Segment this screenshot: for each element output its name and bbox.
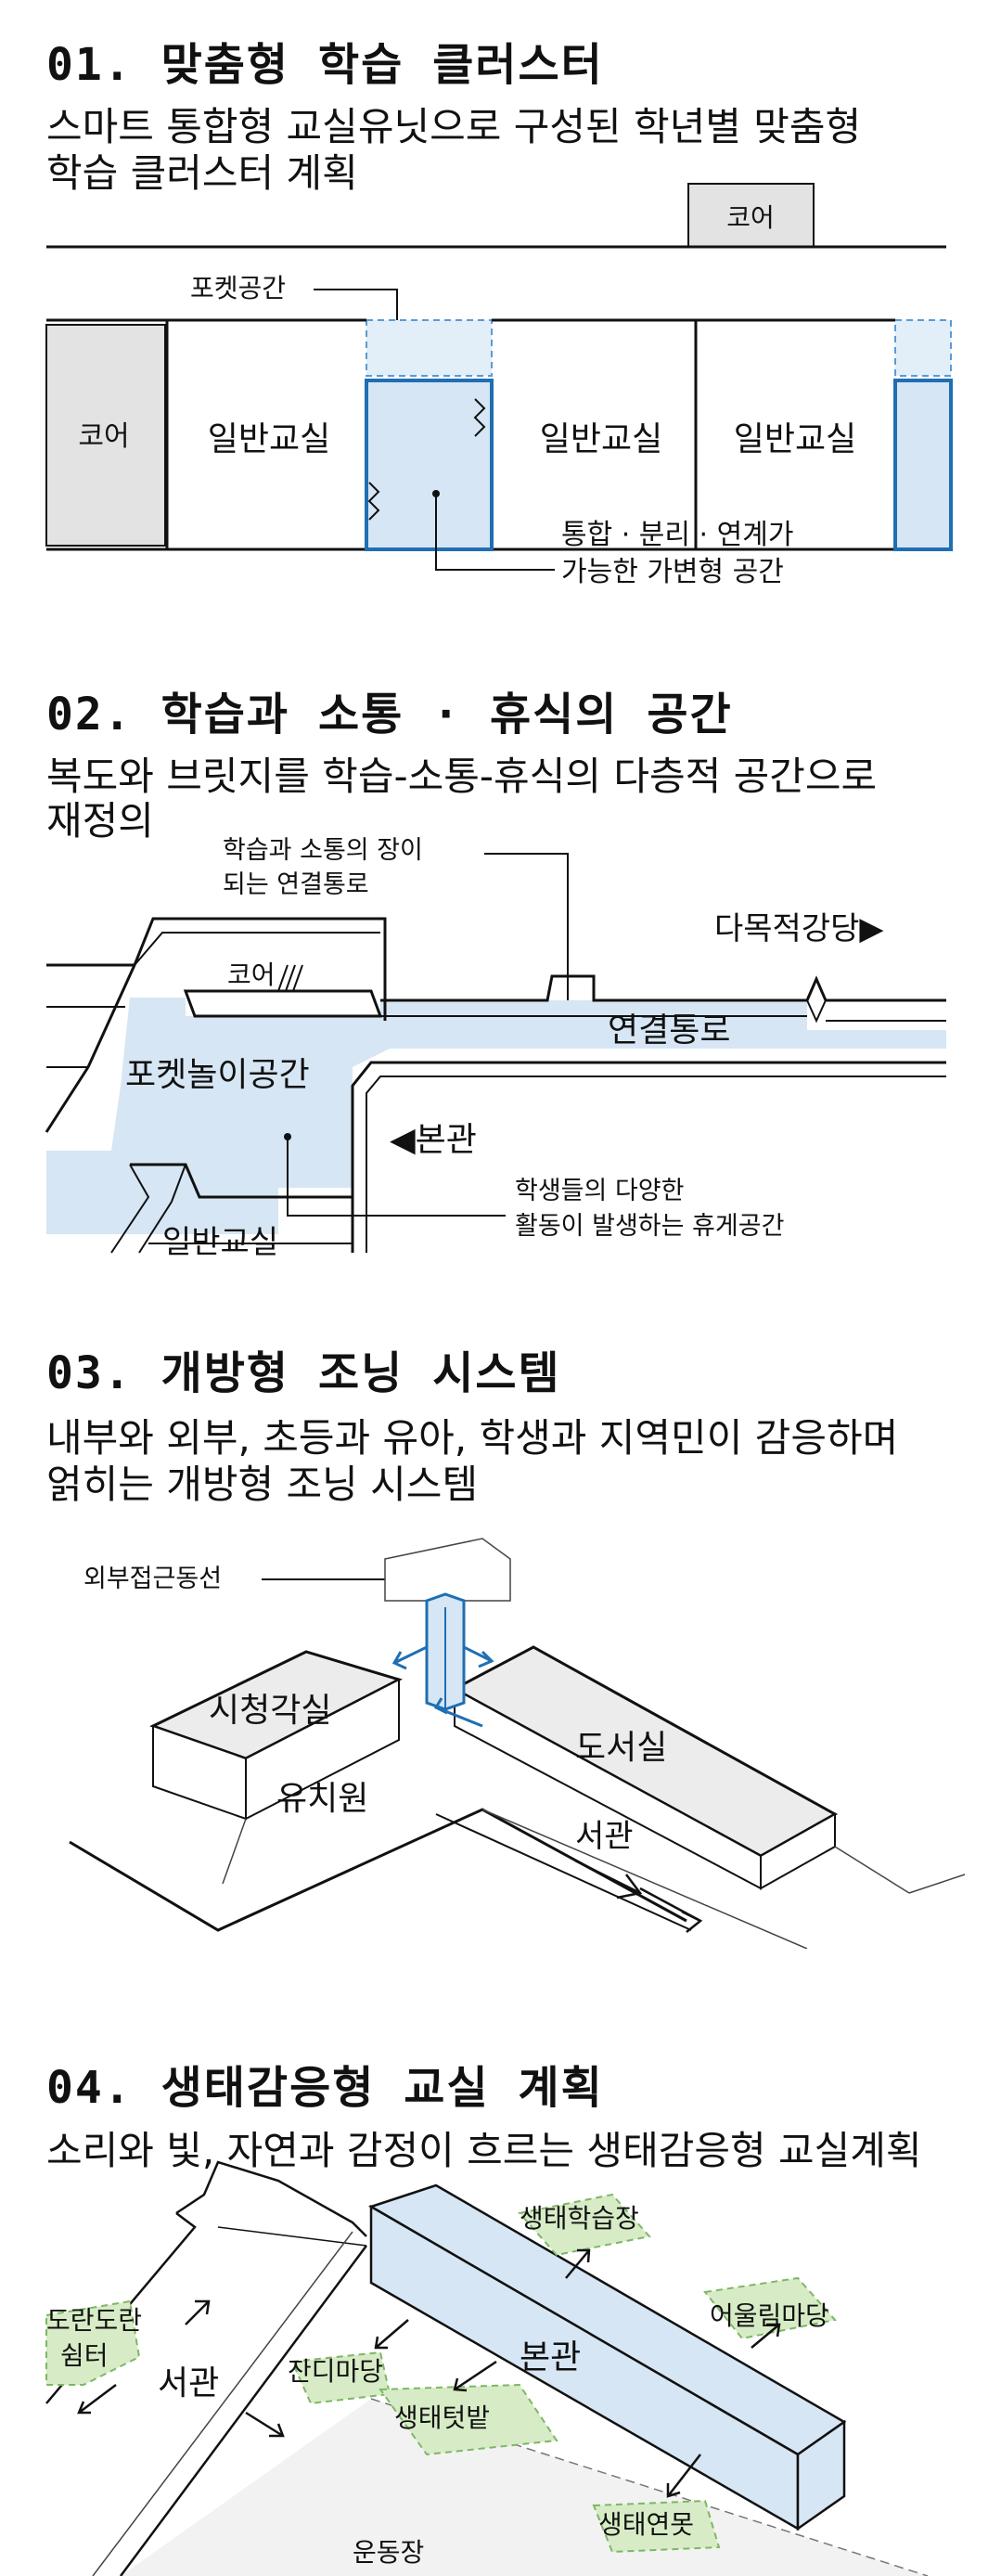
section-description-line2: 재정의: [46, 798, 154, 844]
corridor-diagram: 학습과 소통의 장이 되는 연결통로 코어 다목적강당▶ 연결통로 포켓놀이공간: [45, 836, 946, 1261]
kindergarten-label: 유치원: [276, 1780, 368, 1818]
classroom-cluster-diagram: 코어 포켓공간 코어 일반교실 일반교실 일반교실 통합 · 분리 · 연계가 …: [45, 183, 953, 588]
west-wing-label: 서관: [575, 1818, 634, 1855]
pond-zone: [592, 2499, 721, 2554]
flexible-space: [365, 379, 494, 551]
west-wing-label: 서관: [158, 2364, 219, 2402]
section-description-line2: 얽히는 개방형 조닝 시스템: [46, 1462, 479, 1507]
section-03: 03. 개방형 조닝 시스템 내부와 외부, 초등과 유아, 학생과 지역민이 …: [0, 1281, 1001, 1949]
eoullim-zone: [703, 2276, 837, 2340]
eco-learning-label: 생태학습장: [520, 2203, 639, 2234]
corridor-label: 연결통로: [608, 1011, 730, 1050]
core-box-left: [45, 324, 166, 547]
core-label-left: 코어: [78, 420, 129, 453]
main-building-label: ◀본관: [390, 1121, 477, 1159]
section-description-line1: 스마트 통합형 교실유닛으로 구성된 학년별 맞춤형: [46, 104, 862, 149]
core-box-top: [687, 183, 815, 248]
corridor-area: [46, 998, 946, 1234]
core-label-top: 코어: [726, 202, 775, 233]
flexible-space-right: [893, 379, 953, 551]
pocket-space-right: [894, 319, 952, 377]
pocket-space: [366, 319, 493, 377]
dorandoran-label-line2: 쉼터: [60, 2340, 109, 2371]
section-description-line1: 내부와 외부, 초등과 유아, 학생과 지역민이 감응하며: [46, 1415, 899, 1461]
eco-classroom-diagram: 운동장 본관 생태학습장 도란도란 쉼터 어울림마당 잔디마당 생태텃밭 생태연…: [45, 2160, 929, 2576]
garden-zone: [379, 2383, 558, 2456]
library-label: 도서실: [575, 1729, 667, 1767]
section-04: 04. 생태감응형 교실 계획 소리와 빛, 자연과 감정이 흐르는 생태감응형…: [0, 1949, 1001, 2576]
dorandoran-zone: [45, 2299, 141, 2386]
access-path-label: 외부접근동선: [83, 1565, 222, 1593]
section-title: 01. 맞춤형 학습 클러스터: [46, 39, 604, 91]
zoning-diagram: 외부접근동선 시청각실 도서실 유치원 서관: [69, 1538, 966, 1949]
callout-connector-line1: 학습과 소통의 장이: [223, 836, 423, 865]
garden-label: 생태텃밭: [394, 2402, 490, 2433]
section-description-line1: 소리와 빛, 자연과 감정이 흐르는 생태감응형 교실계획: [46, 2128, 922, 2173]
callout-connector-line2: 되는 연결통로: [223, 870, 369, 899]
av-room-label: 시청각실: [209, 1692, 331, 1730]
dorandoran-label-line1: 도란도란: [46, 2305, 142, 2336]
callout-rest-line2: 활동이 발생하는 휴게공간: [515, 1212, 784, 1241]
pocket-space-label: 포켓공간: [190, 273, 286, 303]
section-title: 03. 개방형 조닝 시스템: [46, 1347, 561, 1399]
eco-learning-zone: [518, 2193, 651, 2257]
section-title: 04. 생태감응형 교실 계획: [46, 2062, 604, 2114]
classroom-label-1: 일반교실: [208, 420, 330, 458]
section-02: 02. 학습과 소통 · 휴식의 공간 복도와 브릿지를 학습-소통-휴식의 다…: [0, 650, 1001, 1281]
hall-label: 다목적강당▶: [714, 910, 884, 947]
flexible-note-line1: 통합 · 분리 · 연계가: [561, 519, 793, 551]
pocket-play-label: 포켓놀이공간: [125, 1056, 310, 1094]
section-title: 02. 학습과 소통 · 휴식의 공간: [46, 689, 733, 741]
core-label: 코어: [227, 960, 276, 990]
main-building-label: 본관: [520, 2338, 581, 2376]
lawn-label: 잔디마당: [288, 2356, 383, 2387]
classroom-label-2: 일반교실: [540, 420, 662, 458]
classroom-label-3: 일반교실: [734, 420, 856, 458]
flexible-note-line2: 가능한 가변형 공간: [561, 556, 784, 588]
lawn-zone: [290, 2351, 391, 2405]
eoullim-label: 어울림마당: [710, 2300, 829, 2331]
callout-rest-line1: 학생들의 다양한: [515, 1177, 684, 1205]
playground-label: 운동장: [353, 2537, 424, 2568]
section-description-line1: 복도와 브릿지를 학습-소통-휴식의 다층적 공간으로: [46, 753, 878, 799]
playground-area: [121, 2399, 928, 2576]
section-description-line2: 학습 클러스터 계획: [46, 150, 358, 196]
section-01: 01. 맞춤형 학습 클러스터 스마트 통합형 교실유닛으로 구성된 학년별 맞…: [0, 0, 1001, 650]
pond-label: 생태연못: [598, 2509, 694, 2540]
core-block: [183, 989, 383, 1018]
